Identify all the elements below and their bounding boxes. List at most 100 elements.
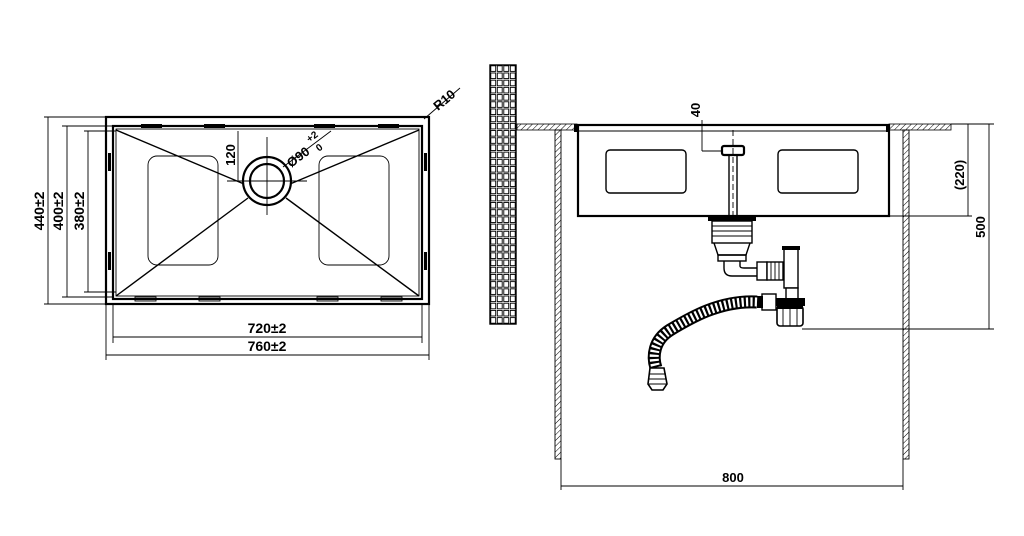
dim-label-height-mid: 400±2 xyxy=(50,191,66,230)
wall-tile xyxy=(490,65,497,72)
wall-tile xyxy=(496,86,503,94)
wall-tile xyxy=(496,302,503,310)
wall-tile xyxy=(503,108,510,116)
flex-hose-ribs xyxy=(649,297,758,370)
mounting-clip xyxy=(424,252,427,270)
wall-tile xyxy=(496,194,503,202)
wall-tile xyxy=(503,273,510,281)
wall-tile xyxy=(503,202,510,209)
mounting-clip xyxy=(204,124,225,128)
dim-label-width-outer: 760±2 xyxy=(248,338,287,354)
wall-tile xyxy=(509,79,516,87)
wall-tile xyxy=(503,158,510,166)
wall-tile xyxy=(496,309,503,317)
wall-tile xyxy=(509,108,516,116)
wall-tile xyxy=(490,101,497,108)
siphon-assembly xyxy=(647,155,805,391)
mounting-clip xyxy=(316,296,339,302)
wall-tile xyxy=(503,166,510,173)
wall-tile xyxy=(503,122,510,130)
wall-tile xyxy=(503,65,510,72)
wall-tile xyxy=(496,223,503,231)
wall-tile xyxy=(509,94,516,101)
wall-tile xyxy=(503,137,510,144)
wall-tile xyxy=(490,151,497,159)
sink-bowl-outline xyxy=(111,124,424,301)
wall-tile xyxy=(490,144,497,151)
wall-tile xyxy=(490,223,497,231)
rim-clip xyxy=(886,124,890,132)
wall-tile xyxy=(503,151,510,159)
wall-tile xyxy=(503,144,510,151)
wall-tile xyxy=(496,158,503,166)
wall-tile xyxy=(509,317,516,324)
wall-tile xyxy=(490,108,497,116)
wall-tile xyxy=(496,101,503,108)
strainer-nut xyxy=(717,254,747,262)
wall-tile xyxy=(503,209,510,216)
wall-tile xyxy=(503,302,510,310)
wall-tile xyxy=(490,302,497,310)
wall-tile xyxy=(509,230,516,238)
mounting-clip xyxy=(424,153,427,171)
wall-tile xyxy=(496,173,503,180)
cabinet-wall-left xyxy=(554,129,562,460)
wall-tile xyxy=(509,309,516,317)
wall-tile xyxy=(496,238,503,245)
sink-outer-rim xyxy=(104,115,431,306)
wall-tile xyxy=(509,166,516,173)
drain-elbow xyxy=(723,261,758,277)
wall-tile xyxy=(503,266,510,274)
wall-tile xyxy=(509,202,516,209)
wall-tile xyxy=(496,216,503,223)
dimension-drain-offset: 120 xyxy=(223,131,239,181)
dimension-overflow-offset: 40 xyxy=(688,103,722,152)
wall-tile xyxy=(490,158,497,166)
side-panel-right xyxy=(777,149,859,194)
wall-tile xyxy=(496,273,503,281)
wall-tile xyxy=(509,281,516,288)
wall-tile xyxy=(490,94,497,101)
wall-tile xyxy=(490,259,497,267)
wall-tile xyxy=(509,273,516,281)
wall-tile xyxy=(509,137,516,144)
wall-tile xyxy=(490,202,497,209)
wall-tile xyxy=(490,295,497,303)
wall-tile xyxy=(509,158,516,166)
wall-tile xyxy=(496,209,503,216)
dimension-height-mid: 400±2 xyxy=(50,125,113,298)
wall-tile xyxy=(509,295,516,303)
wall-tile xyxy=(503,86,510,94)
wall-tile xyxy=(503,101,510,108)
sink-side-view: 40 (220) 500 800 xyxy=(516,103,994,490)
wall-tile xyxy=(509,223,516,231)
wall-tile xyxy=(509,130,516,137)
slope-line xyxy=(115,197,249,297)
wall-tile xyxy=(490,137,497,144)
wall-tile xyxy=(490,288,497,295)
wall-tile xyxy=(490,130,497,137)
wall-tile xyxy=(490,281,497,288)
wall-tile xyxy=(503,245,510,252)
cabinet-wall-right xyxy=(902,129,910,460)
wall-tile xyxy=(503,216,510,223)
wall-tile xyxy=(490,252,497,259)
dim-label-bowl-depth: (220) xyxy=(952,160,967,190)
wall-tile xyxy=(490,180,497,187)
wall-tile xyxy=(490,122,497,130)
wall-tile xyxy=(503,115,510,123)
wall-tile xyxy=(490,266,497,274)
wall-tile xyxy=(509,252,516,259)
wall-tile xyxy=(509,288,516,295)
wall-tile xyxy=(503,94,510,101)
wall-tile xyxy=(496,151,503,159)
mounting-clip xyxy=(108,153,111,171)
wall-tile xyxy=(509,115,516,123)
wall-tile xyxy=(503,252,510,259)
wall-tile xyxy=(490,187,497,195)
dim-label-total-depth: 500 xyxy=(973,216,988,238)
countertop-right xyxy=(888,123,952,131)
wall-tile xyxy=(490,273,497,281)
right-panel xyxy=(318,155,390,266)
